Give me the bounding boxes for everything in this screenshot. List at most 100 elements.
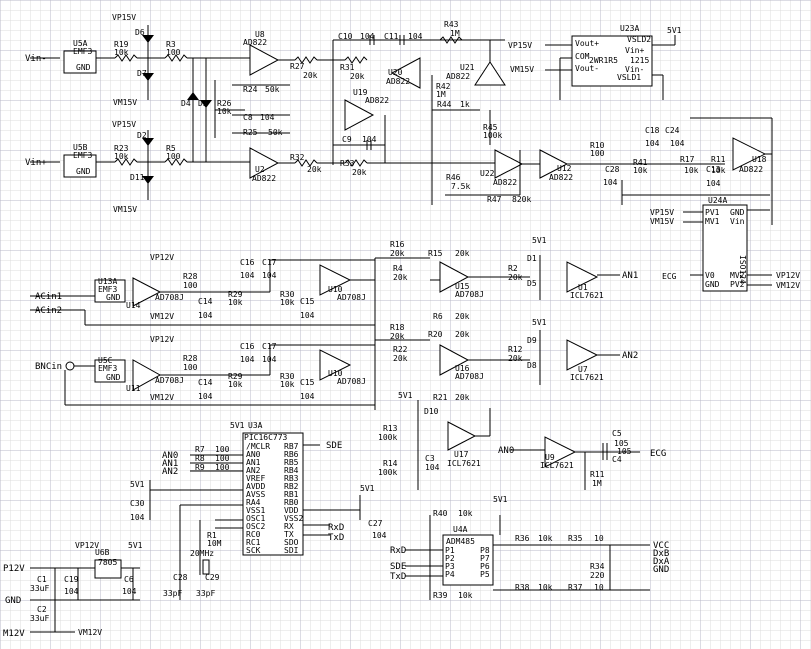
- label-txd-out: TxD: [328, 533, 344, 543]
- connector-u5b: [63, 154, 97, 178]
- label-r9: R9: [195, 463, 205, 472]
- label-vm12-r: VM12V: [776, 281, 800, 290]
- label-r27: R27: [290, 62, 305, 71]
- label-c2-value: 33uF: [30, 614, 49, 623]
- regulator-u6b: [94, 559, 122, 579]
- label-r30b: R30: [280, 372, 295, 381]
- connector-u5a: [63, 50, 97, 74]
- label-r43: R43: [444, 20, 459, 29]
- label-c18: C18: [645, 126, 660, 135]
- label-r17: R17: [680, 155, 695, 164]
- label-r35-value: 10: [594, 534, 604, 543]
- label-r45-value: 100k: [483, 131, 502, 140]
- label-pin-avdd: AVDD: [246, 482, 265, 491]
- label-vin-minus: Vin-: [25, 54, 47, 64]
- label-c14b-value: 104: [198, 392, 213, 401]
- label-gnd-r: GND: [730, 208, 745, 217]
- label-pin-rb1: RB1: [284, 490, 299, 499]
- label-u24a: U24A: [708, 196, 727, 205]
- label-u12: U12: [557, 164, 572, 173]
- label-r28b-value: 100: [183, 363, 198, 372]
- label-u7-part: ICL7621: [570, 373, 604, 382]
- label-u15-part: AD708J: [455, 290, 484, 299]
- label-u21-part: AD822: [446, 72, 470, 81]
- label-u3a: U3A: [248, 421, 263, 430]
- resistor-r32: [294, 159, 318, 167]
- label-pin-rc0: RC0: [246, 530, 261, 539]
- label-u8: U8: [255, 30, 265, 39]
- label-r44-value: 1k: [460, 100, 470, 109]
- label-pin-rb5: RB5: [284, 458, 299, 467]
- label-an0: AN0: [162, 451, 178, 461]
- label-pin-rb3: RB3: [284, 474, 299, 483]
- label-c15b-value: 104: [300, 392, 315, 401]
- label-r44: R44: [437, 100, 452, 109]
- label-ecg-out: ECG: [650, 449, 666, 459]
- label-acin2: ACin2: [35, 306, 62, 316]
- label-d4: D4: [181, 99, 191, 108]
- label-r22: R22: [393, 345, 408, 354]
- label-r5: R5: [166, 144, 176, 153]
- opamp-u9: [544, 436, 577, 468]
- label-c10: C10: [338, 32, 353, 41]
- label-u15: U15: [455, 282, 470, 291]
- label-u1-part: ICL7621: [570, 291, 604, 300]
- label-c1: C1: [37, 575, 47, 584]
- label-vm12-2: VM12V: [150, 393, 174, 402]
- label-xtal: 20MHz: [190, 549, 214, 558]
- label-c15b: C15: [300, 378, 315, 387]
- label-c13: C13: [706, 165, 721, 174]
- label-u2: U2: [255, 165, 265, 174]
- label-an1-in: AN1: [162, 459, 178, 469]
- label-r28b: R28: [183, 354, 198, 363]
- opamp-u19: [344, 99, 375, 131]
- label-c17a-value: 104: [262, 271, 277, 280]
- label-c11-value: 104: [408, 32, 423, 41]
- label-d1: D1: [527, 254, 537, 263]
- label-emf3-a: EMF3: [73, 47, 92, 56]
- label-r21: R21: [433, 393, 448, 402]
- label-c4: C4: [612, 455, 622, 464]
- label-c5: C5: [612, 429, 622, 438]
- label-r13-value: 100k: [378, 433, 397, 442]
- opamp-u16: [439, 344, 470, 376]
- label-r40: R40: [433, 509, 448, 518]
- label-p1: P1: [445, 546, 455, 555]
- label-c24: C24: [665, 126, 680, 135]
- crystal: [202, 559, 210, 575]
- label-pin-rb4: RB4: [284, 466, 299, 475]
- label-vm15-2: VM15V: [113, 205, 137, 214]
- label-pin-rb0: RB0: [284, 498, 299, 507]
- input-stage-top: [30, 25, 625, 205]
- label-c28b-value: 33pF: [163, 589, 182, 598]
- label-c10-value: 104: [360, 32, 375, 41]
- diode-d2: [142, 138, 154, 146]
- label-p5: P5: [480, 570, 490, 579]
- label-part-c: 1215: [630, 56, 649, 65]
- label-sde-out: SDE: [326, 441, 342, 451]
- label-vin-plus: Vin+: [25, 158, 47, 168]
- diode-d6: [142, 35, 154, 43]
- labels-mcu: 5V1 U3A PIC16C773 SDE AN0 AN1 AN2 R7 100…: [130, 421, 387, 598]
- label-u18: U18: [752, 155, 767, 164]
- label-c19-value: 104: [64, 587, 79, 596]
- label-5v1-b: 5V1: [532, 236, 547, 245]
- label-r26: R26: [217, 99, 232, 108]
- label-acin1: ACin1: [35, 292, 62, 302]
- label-pin-vss2: VSS2: [284, 514, 303, 523]
- label-d10: D10: [424, 407, 439, 416]
- label-r29a-value: 10k: [228, 298, 243, 307]
- label-r45: R45: [483, 123, 498, 132]
- label-gnd-psu: GND: [5, 596, 21, 606]
- label-p3: P3: [445, 562, 455, 571]
- resistor-r43: [439, 36, 463, 44]
- rs485-block: [405, 515, 650, 600]
- label-r30a-value: 10k: [280, 298, 295, 307]
- label-c15a-value: 104: [300, 311, 315, 320]
- resistor-r5: [164, 158, 188, 166]
- label-p2: P2: [445, 554, 455, 563]
- label-r20: R20: [428, 330, 443, 339]
- label-r28a-value: 100: [183, 281, 198, 290]
- label-rxd-in: RxD: [390, 546, 406, 556]
- label-r6-value: 20k: [455, 312, 470, 321]
